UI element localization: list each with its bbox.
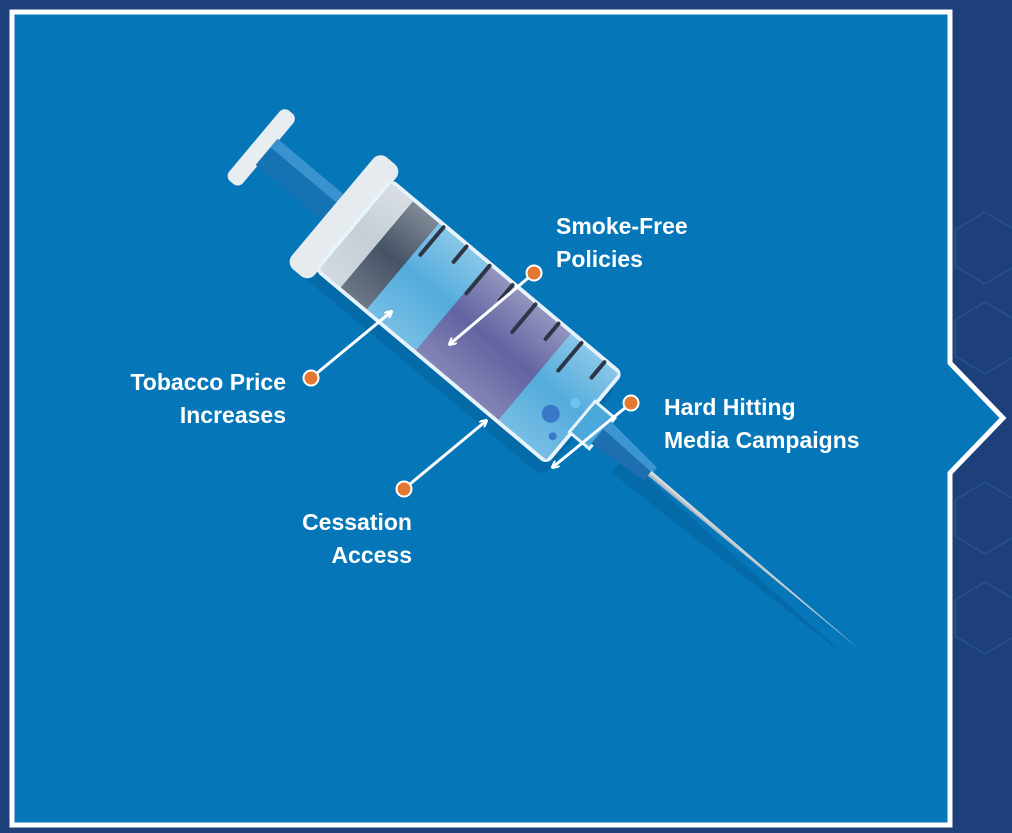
label-hard-hitting-media-campaigns: Hard Hitting Media Campaigns [664, 391, 860, 457]
label-tobacco-price-line1: Tobacco Price [80, 366, 286, 399]
label-media-campaigns-line2: Media Campaigns [664, 424, 860, 457]
label-media-campaigns-line1: Hard Hitting [664, 391, 860, 424]
label-smoke-free-line1: Smoke-Free [556, 210, 688, 243]
orange-dot [624, 396, 639, 411]
label-tobacco-price-line2: Increases [80, 399, 286, 432]
label-smoke-free-line2: Policies [556, 243, 688, 276]
label-smoke-free-policies: Smoke-Free Policies [556, 210, 688, 276]
label-cessation-access: Cessation Access [250, 506, 412, 572]
label-tobacco-price-increases: Tobacco Price Increases [80, 366, 286, 432]
orange-dot [397, 482, 412, 497]
label-cessation-line1: Cessation [250, 506, 412, 539]
orange-dot [527, 266, 542, 281]
label-cessation-line2: Access [250, 539, 412, 572]
orange-dot [304, 371, 319, 386]
